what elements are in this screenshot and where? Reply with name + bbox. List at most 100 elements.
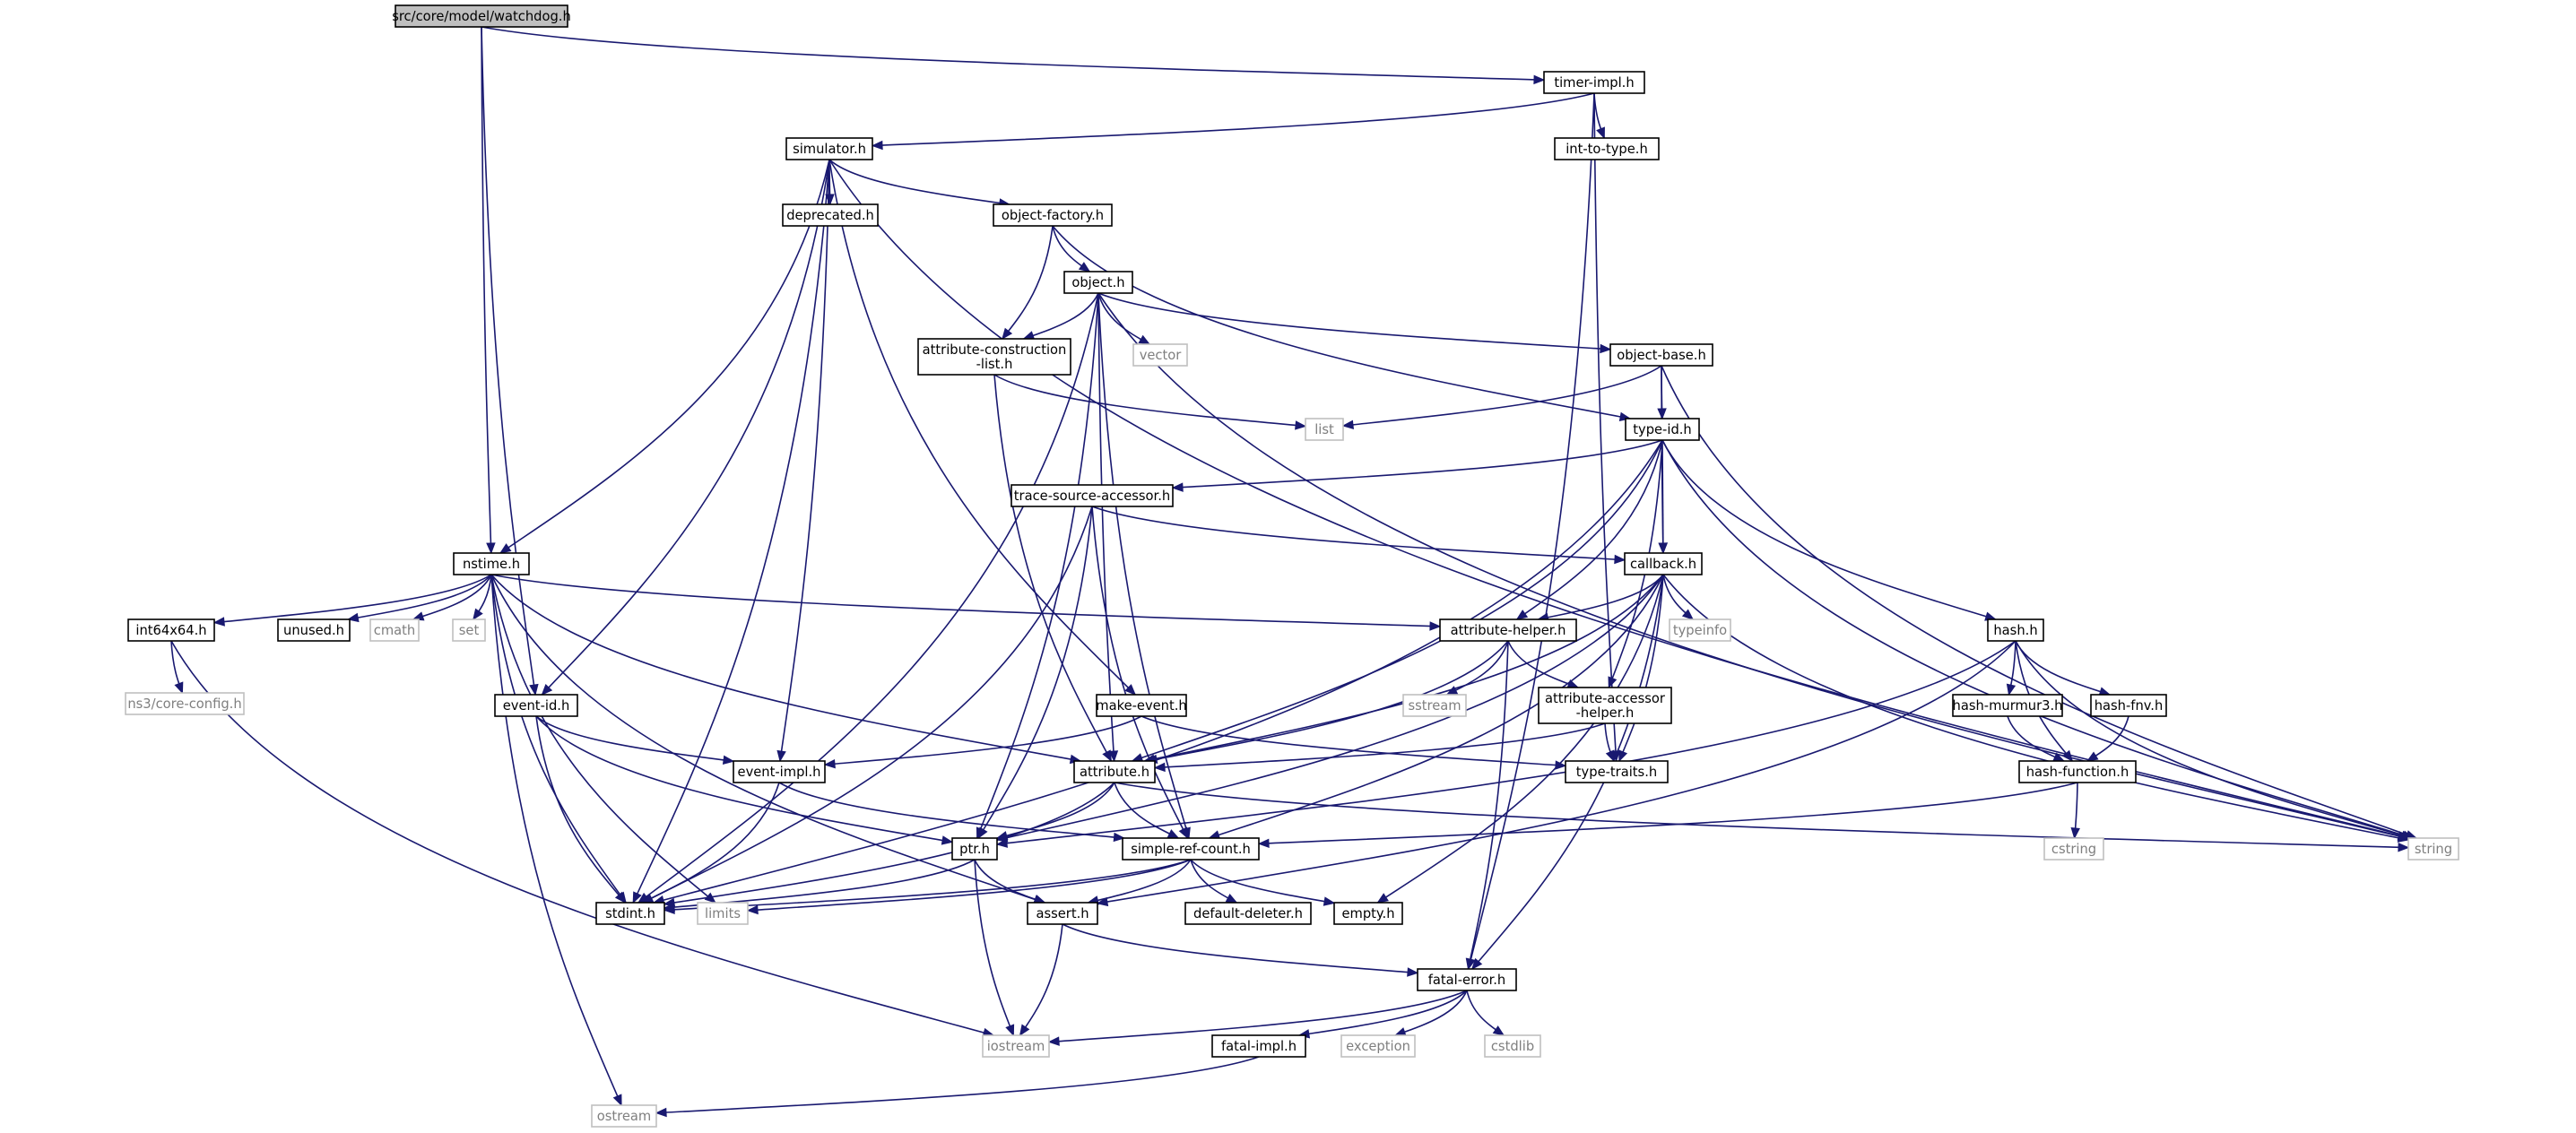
edge-trace_source-to-ptr bbox=[977, 506, 1093, 839]
node-box bbox=[917, 338, 1071, 376]
edge-type_id-to-hash bbox=[1661, 439, 1996, 620]
node-stdint[interactable]: stdint.h bbox=[595, 902, 665, 925]
node-int64x64[interactable]: int64x64.h bbox=[127, 618, 215, 642]
node-hash[interactable]: hash.h bbox=[1987, 618, 2044, 642]
arrowhead-object_factory-to-object bbox=[1078, 262, 1091, 272]
node-callback[interactable]: callback.h bbox=[1624, 552, 1703, 575]
arrowhead-fatal_error-to-cstdlib bbox=[1492, 1025, 1505, 1036]
edge-fatal_impl-to-ostream bbox=[655, 1056, 1260, 1114]
edge-ptr-to-iostream bbox=[974, 859, 1015, 1036]
edge-object-to-simple_ref bbox=[1097, 292, 1190, 839]
node-hash-murmur3[interactable]: hash-murmur3.h bbox=[1952, 694, 2063, 717]
node-box bbox=[1010, 484, 1174, 507]
node-box bbox=[1211, 1034, 1306, 1058]
edge-type_id-to-trace_source bbox=[1172, 439, 1663, 489]
arrowhead-hash-to-ptr bbox=[995, 838, 1009, 848]
node-box bbox=[452, 618, 486, 642]
node-attr-accessor[interactable]: attribute-accessor-helper.h bbox=[1538, 687, 1672, 724]
arrowhead-event_id-to-event_impl bbox=[722, 755, 735, 765]
node-attr-construct[interactable]: attribute-construction-list.h bbox=[917, 338, 1071, 376]
node-object[interactable]: object.h bbox=[1063, 271, 1133, 294]
node-label: default-deleter.h bbox=[1193, 906, 1303, 921]
node-fatal-impl[interactable]: fatal-impl.h bbox=[1211, 1034, 1306, 1058]
node-label: int-to-type.h bbox=[1566, 142, 1648, 157]
edge-object-to-attribute bbox=[1097, 292, 1115, 762]
node-nstime[interactable]: nstime.h bbox=[453, 552, 530, 575]
arrowhead-attr_construct-to-list bbox=[1295, 420, 1307, 430]
arrowhead-simple_ref-to-default_deleter bbox=[1225, 893, 1238, 904]
node-box bbox=[993, 203, 1113, 227]
arrowhead-type_id-to-callback bbox=[1658, 542, 1669, 555]
node-deprecated[interactable]: deprecated.h bbox=[782, 203, 879, 227]
node-label: callback.h bbox=[1630, 557, 1696, 572]
edge-attr_accessor-to-attribute bbox=[1154, 722, 1606, 769]
edge-fatal_error-to-iostream bbox=[1048, 990, 1468, 1043]
node-event-impl[interactable]: event-impl.h bbox=[733, 760, 826, 783]
node-box bbox=[1669, 618, 1731, 642]
edge-event_impl-to-simple_ref bbox=[778, 782, 1124, 839]
node-label: fatal-error.h bbox=[1428, 973, 1506, 988]
arrowhead-object-to-object_base bbox=[1600, 343, 1612, 354]
node-make-event[interactable]: make-event.h bbox=[1096, 694, 1187, 717]
node-default-deleter[interactable]: default-deleter.h bbox=[1184, 902, 1312, 925]
edge-attr_construct-to-attribute bbox=[993, 374, 1113, 762]
arrowhead-nstime-to-int64x64 bbox=[212, 617, 225, 627]
arrowhead-simulator-to-stdint bbox=[632, 891, 642, 904]
node-hash-function[interactable]: hash-function.h bbox=[2018, 760, 2137, 783]
arrowhead-make_event-to-type_traits bbox=[1555, 760, 1567, 770]
node-label: type-id.h bbox=[1633, 422, 1692, 437]
edge-type_id-to-stdint bbox=[653, 439, 1663, 904]
node-attribute[interactable]: attribute.h bbox=[1073, 760, 1156, 783]
node-ns3-config: ns3/core-config.h bbox=[125, 692, 245, 715]
node-box bbox=[2018, 760, 2137, 783]
node-event-id[interactable]: event-id.h bbox=[494, 694, 578, 717]
edge-hash-to-string bbox=[2015, 640, 2413, 839]
edge-simulator-to-object_factory bbox=[828, 159, 1010, 205]
node-watchdog[interactable]: src/core/model/watchdog.h bbox=[392, 4, 571, 28]
node-timer-impl[interactable]: timer-impl.h bbox=[1543, 71, 1645, 94]
arrowhead-simple_ref-to-stdint bbox=[663, 904, 675, 914]
node-box bbox=[277, 618, 351, 642]
node-list: list bbox=[1305, 418, 1344, 441]
arrowhead-hash_function-to-simple_ref bbox=[1257, 838, 1270, 849]
node-type-id[interactable]: type-id.h bbox=[1625, 418, 1700, 441]
graph-edges bbox=[170, 26, 2418, 1118]
node-assert[interactable]: assert.h bbox=[1027, 902, 1098, 925]
arrowhead-simple_ref-to-limits bbox=[746, 904, 759, 915]
node-label: object.h bbox=[1071, 275, 1124, 290]
arrowhead-simple_ref-to-empty bbox=[1323, 896, 1336, 906]
node-attr-helper[interactable]: attribute-helper.h bbox=[1439, 618, 1577, 642]
edge-callback-to-attribute bbox=[1144, 574, 1664, 762]
node-unused[interactable]: unused.h bbox=[277, 618, 351, 642]
node-empty[interactable]: empty.h bbox=[1333, 902, 1403, 925]
arrowhead-timer_impl-to-int_to_type bbox=[1596, 126, 1605, 140]
node-box bbox=[1484, 1034, 1541, 1058]
node-trace-source[interactable]: trace-source-accessor.h bbox=[1010, 484, 1174, 507]
graph-nodes: src/core/model/watchdog.h timer-impl.h int… bbox=[125, 4, 2459, 1128]
node-cstdlib: cstdlib bbox=[1484, 1034, 1541, 1058]
node-box bbox=[1184, 902, 1312, 925]
node-box bbox=[595, 902, 665, 925]
node-box bbox=[1625, 418, 1700, 441]
node-hash-fnv[interactable]: hash-fnv.h bbox=[2090, 694, 2167, 717]
node-fatal-error[interactable]: fatal-error.h bbox=[1417, 968, 1517, 991]
edge-attribute-to-ptr bbox=[996, 782, 1115, 839]
node-box bbox=[1027, 902, 1098, 925]
node-simple-ref[interactable]: simple-ref-count.h bbox=[1122, 837, 1260, 861]
edge-attr_helper-to-attr_accessor bbox=[1507, 640, 1579, 688]
node-box bbox=[453, 552, 530, 575]
edge-simulator-to-nstime bbox=[499, 159, 830, 554]
edge-watchdog-to-timer_impl bbox=[481, 26, 1545, 82]
node-object-factory[interactable]: object-factory.h bbox=[993, 203, 1113, 227]
node-type-traits[interactable]: type-traits.h bbox=[1565, 760, 1669, 783]
node-simulator[interactable]: simulator.h bbox=[785, 137, 873, 160]
node-label: empty.h bbox=[1342, 906, 1395, 921]
node-limits: limits bbox=[697, 902, 749, 925]
node-ptr[interactable]: ptr.h bbox=[951, 837, 998, 861]
node-object-base[interactable]: object-base.h bbox=[1609, 343, 1713, 367]
node-box bbox=[1402, 694, 1467, 717]
node-int-to-type[interactable]: int-to-type.h bbox=[1554, 137, 1660, 160]
edge-type_id-to-attr_accessor bbox=[1608, 439, 1663, 688]
arrowhead-attribute-to-string bbox=[2398, 843, 2410, 852]
